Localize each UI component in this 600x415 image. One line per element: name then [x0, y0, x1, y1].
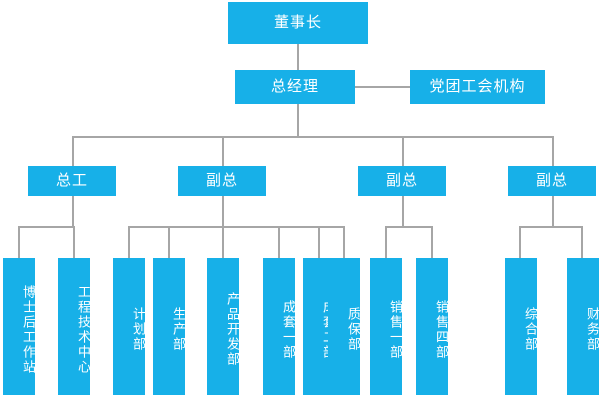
node-production-dept-label: 生产部 — [171, 307, 186, 352]
connector-level3-bus — [72, 136, 552, 138]
connector-bus-to-deputy-gm-1 — [222, 136, 224, 166]
connector-deputy-gm-2-stem — [402, 196, 404, 226]
connector-to-planning-dept — [128, 226, 130, 258]
node-general-affairs-dept-label: 综合部 — [523, 307, 538, 352]
connector-bus-to-deputy-gm-3 — [552, 136, 554, 166]
connector-deputy-gm-1-stem — [222, 196, 224, 226]
node-planning-dept[interactable]: 计划部 — [113, 258, 146, 395]
connector-gm-to-party-union — [355, 86, 410, 88]
connector-to-complete-set-dept-2 — [318, 226, 320, 258]
node-complete-set-dept-1-label: 成套一部 — [281, 299, 296, 360]
node-production-dept[interactable]: 生产部 — [153, 258, 186, 395]
node-deputy-gm-3[interactable]: 副总 — [508, 166, 596, 196]
node-general-affairs-dept[interactable]: 综合部 — [505, 258, 538, 395]
node-product-development-dept[interactable]: 产品开发部 — [207, 258, 240, 395]
node-quality-assurance-dept[interactable]: 质保部 — [328, 258, 361, 395]
node-postdoc-station-label: 博士后工作站 — [21, 284, 36, 375]
node-chairman-label: 董事长 — [273, 14, 322, 32]
connector-to-postdoc-station — [18, 226, 20, 258]
connector-to-quality-assurance-dept — [343, 226, 345, 258]
connector-bus-to-chief-engineer — [72, 136, 74, 166]
connector-gm-to-bus — [297, 104, 299, 136]
node-complete-set-dept-1[interactable]: 成套一部 — [263, 258, 296, 395]
connector-deputy-gm-3-bus — [519, 226, 583, 228]
connector-bus-to-deputy-gm-2 — [402, 136, 404, 166]
node-quality-assurance-dept-label: 质保部 — [346, 307, 361, 352]
node-deputy-gm-2[interactable]: 副总 — [358, 166, 446, 196]
node-general-manager-label: 总经理 — [270, 78, 319, 96]
connector-to-product-development-dept — [222, 226, 224, 258]
connector-to-sales-dept-4 — [431, 226, 433, 258]
node-chief-engineer[interactable]: 总工 — [28, 166, 116, 196]
node-deputy-gm-3-label: 副总 — [535, 172, 568, 190]
node-deputy-gm-1[interactable]: 副总 — [178, 166, 266, 196]
node-finance-dept-label: 财务部 — [585, 307, 600, 352]
connector-to-general-affairs-dept — [519, 226, 521, 258]
node-postdoc-station[interactable]: 博士后工作站 — [3, 258, 36, 395]
connector-to-sales-dept-1 — [385, 226, 387, 258]
node-engineering-tech-center-label: 工程技术中心 — [76, 284, 91, 375]
node-deputy-gm-1-label: 副总 — [205, 172, 238, 190]
connector-chief-engineer-stem — [72, 196, 74, 226]
node-sales-dept-1-label: 销售一部 — [388, 299, 403, 360]
connector-chief-engineer-bus — [18, 226, 74, 228]
connector-to-complete-set-dept-1 — [278, 226, 280, 258]
node-general-manager[interactable]: 总经理 — [235, 70, 355, 104]
node-chief-engineer-label: 总工 — [55, 172, 88, 190]
connector-to-engineering-tech-center — [73, 226, 75, 258]
node-party-union-org[interactable]: 党团工会机构 — [410, 70, 545, 104]
node-sales-dept-4[interactable]: 销售四部 — [416, 258, 449, 395]
node-finance-dept[interactable]: 财务部 — [567, 258, 600, 395]
connector-deputy-gm-1-bus — [128, 226, 345, 228]
node-chairman[interactable]: 董事长 — [228, 2, 368, 44]
connector-deputy-gm-2-bus — [385, 226, 433, 228]
connector-to-finance-dept — [581, 226, 583, 258]
node-planning-dept-label: 计划部 — [131, 307, 146, 352]
node-engineering-tech-center[interactable]: 工程技术中心 — [58, 258, 91, 395]
node-sales-dept-4-label: 销售四部 — [434, 299, 449, 360]
node-deputy-gm-2-label: 副总 — [385, 172, 418, 190]
connector-deputy-gm-3-stem — [552, 196, 554, 226]
node-party-union-org-label: 党团工会机构 — [429, 78, 526, 96]
connector-to-production-dept — [168, 226, 170, 258]
connector-chairman-to-gm — [297, 44, 299, 70]
node-sales-dept-1[interactable]: 销售一部 — [370, 258, 403, 395]
node-product-development-dept-label: 产品开发部 — [225, 292, 240, 367]
